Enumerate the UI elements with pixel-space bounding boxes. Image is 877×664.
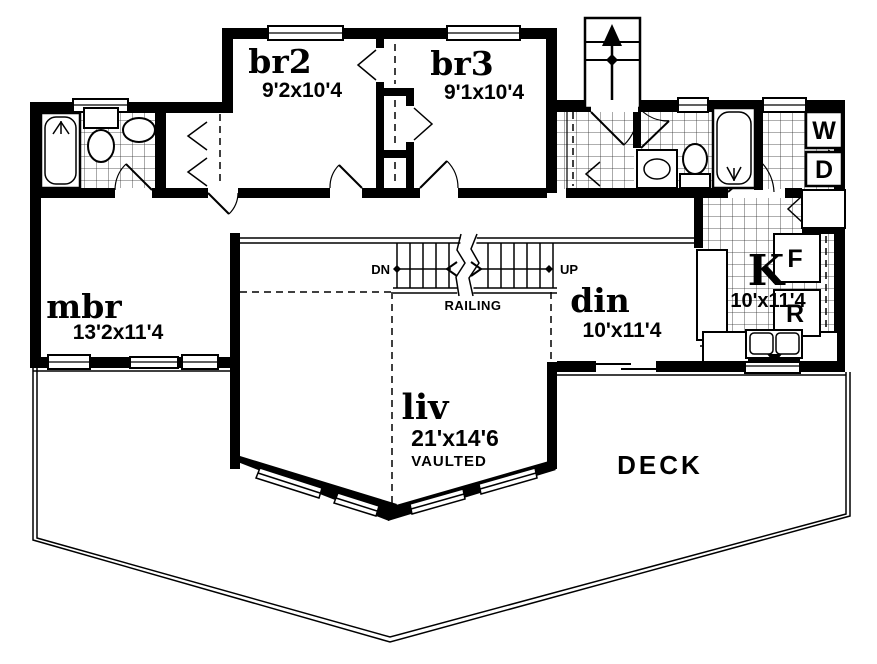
kitchen-counter-left bbox=[696, 249, 728, 341]
room-br3: br3 9'1x10'4 bbox=[430, 44, 524, 104]
range-box bbox=[773, 289, 821, 337]
bathtub-icon bbox=[39, 111, 82, 190]
room-kitchen: K 10'x11'4 bbox=[730, 246, 806, 312]
br2-door bbox=[329, 164, 363, 189]
br3-name: br3 bbox=[430, 44, 493, 83]
bath1-fixtures bbox=[39, 107, 156, 190]
railing-label: RAILING bbox=[445, 298, 502, 313]
bath2-door bbox=[640, 109, 670, 149]
kitchen-sink-icon bbox=[745, 329, 803, 363]
dryer-box bbox=[804, 150, 844, 188]
stairs-dn-label: DN bbox=[371, 262, 390, 277]
mbr-window-left bbox=[47, 354, 91, 370]
br2-closet-bifold bbox=[356, 49, 377, 81]
stair-break-line bbox=[455, 233, 480, 297]
bathtub-icon bbox=[711, 106, 757, 190]
entry-tile-floor bbox=[557, 111, 634, 189]
front-door bbox=[590, 101, 639, 146]
br2-dims: 9'2x10'4 bbox=[262, 79, 342, 102]
toilet-icon bbox=[679, 143, 711, 189]
din-name: din bbox=[570, 281, 630, 320]
room-mbr: mbr 13'2x11'4 bbox=[46, 287, 163, 344]
mbr-name: mbr bbox=[46, 287, 122, 326]
room-liv: liv 21'x14'6 VAULTED bbox=[402, 387, 499, 470]
liv-prow-windows bbox=[255, 467, 538, 517]
mbr-dims: 13'2x11'4 bbox=[73, 321, 164, 344]
din-patio-slider bbox=[596, 360, 656, 373]
liv-dims: 21'x14'6 bbox=[411, 425, 499, 451]
br3-closet-bifold bbox=[413, 107, 434, 141]
kitchen-dims: 10'x11'4 bbox=[730, 290, 806, 312]
liv-vaulted-note: VAULTED bbox=[411, 453, 487, 470]
br2-name: br2 bbox=[248, 42, 311, 81]
entry-closet-bifold bbox=[584, 161, 601, 187]
sink-icon bbox=[122, 117, 156, 143]
br2-window bbox=[267, 25, 344, 41]
pantry-closet-door bbox=[786, 195, 803, 223]
stair-direction-arrows bbox=[393, 261, 553, 277]
room-br2: br2 9'2x10'4 bbox=[248, 42, 342, 102]
deck-label: DECK bbox=[617, 450, 703, 480]
pantry-closet bbox=[801, 189, 846, 229]
mbr-window-mid bbox=[129, 356, 179, 369]
room-labels: br2 9'2x10'4 br3 9'1x10'4 mbr 13'2x11'4 … bbox=[46, 42, 836, 480]
room-din: din 10'x11'4 bbox=[570, 281, 662, 342]
entry-steps bbox=[583, 16, 642, 110]
br3-dims: 9'1x10'4 bbox=[444, 81, 524, 104]
hall-closet-bifold-doors bbox=[186, 121, 208, 187]
kitchen-name: K bbox=[748, 246, 786, 295]
kitchen-fixtures bbox=[696, 233, 839, 363]
br3-window bbox=[446, 25, 521, 41]
br3-door bbox=[419, 160, 459, 189]
fridge-label: F bbox=[787, 245, 802, 273]
toilet-icon bbox=[83, 107, 119, 163]
stair-treads bbox=[396, 243, 554, 288]
din-dims: 10'x11'4 bbox=[583, 319, 662, 342]
stairs-up-label: UP bbox=[560, 262, 578, 277]
fridge-box bbox=[773, 233, 821, 283]
stairs bbox=[240, 233, 698, 297]
vanity-sink-icon bbox=[636, 149, 678, 189]
mbr-door bbox=[207, 192, 239, 215]
bath1-door bbox=[114, 163, 153, 191]
range-label: R bbox=[786, 300, 804, 328]
deck-outline bbox=[32, 368, 851, 643]
washer-box bbox=[804, 110, 844, 150]
liv-name: liv bbox=[402, 387, 451, 428]
up-arrow-icon bbox=[602, 24, 622, 100]
dryer-label: D bbox=[815, 156, 833, 184]
laundry-appliances bbox=[801, 110, 846, 229]
washer-label: W bbox=[812, 117, 836, 145]
bath2-fixtures bbox=[636, 106, 757, 190]
laundry-window bbox=[762, 97, 807, 113]
mbr-window-right bbox=[181, 354, 219, 370]
bath2-window bbox=[677, 97, 709, 113]
